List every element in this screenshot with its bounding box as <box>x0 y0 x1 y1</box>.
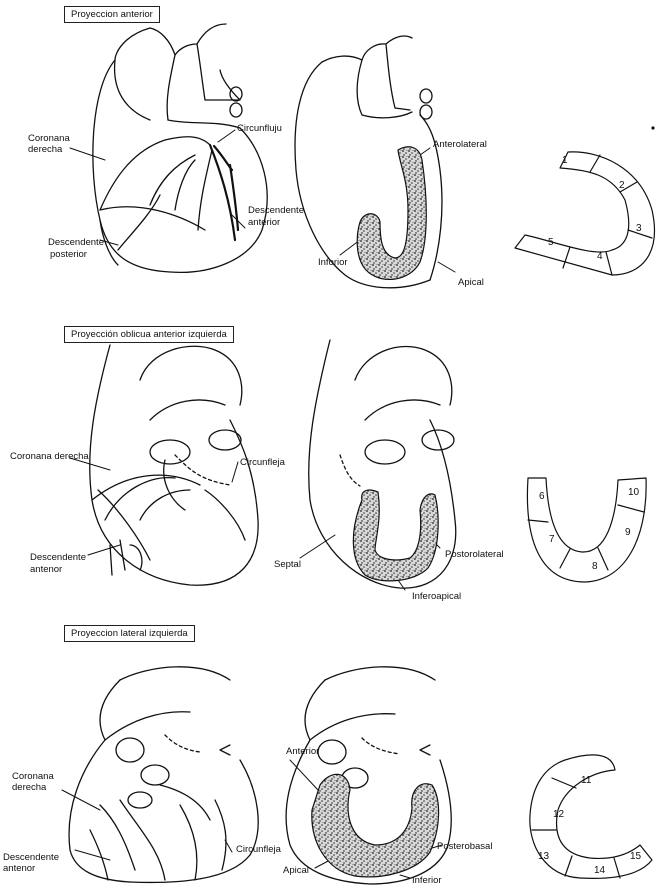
wall-shade-lateral <box>312 774 439 877</box>
label-inferior-1: Inforior <box>318 258 348 269</box>
segment-5: 5 <box>548 238 554 249</box>
leader-lines <box>62 130 455 878</box>
panel3-title: Proyeccion lateral izquierda <box>64 625 195 642</box>
label-anterior: Anterior <box>286 747 319 758</box>
segment-12: 12 <box>553 810 564 821</box>
label-descendente-anterior-1b: anterior <box>248 218 280 229</box>
label-descendente-posterior: Descendente <box>48 238 104 249</box>
heart-lateral-vessels <box>69 667 258 883</box>
segment-7: 7 <box>549 535 555 546</box>
segment-ring-1 <box>515 152 654 275</box>
label-descendente-anterior-2: Descendente <box>30 553 86 564</box>
label-descendente-anterior-3: Descendente <box>3 853 59 864</box>
label-descendente-anterior-1: Descendente <box>248 206 304 217</box>
segment-3: 3 <box>636 224 642 235</box>
segment-13: 13 <box>538 852 549 863</box>
label-anterolateral: Anterolateral <box>433 140 487 151</box>
label-apical-3: Apical <box>283 866 309 877</box>
heart-anterior-vessels <box>93 24 267 272</box>
segment-15: 15 <box>630 852 641 863</box>
label-coronaria-derecha-2: Coronana derecha <box>10 452 89 463</box>
segment-6: 6 <box>539 492 545 503</box>
label-coronaria-derecha-3: Coronana <box>12 772 54 783</box>
wall-shade-oblique <box>353 490 438 581</box>
label-descendente-posterior-b: posterior <box>50 250 87 261</box>
label-inferoapical: Inferoapical <box>412 592 461 603</box>
label-posterolateral: Postorolateral <box>445 550 504 561</box>
label-apical-1: Apical <box>458 278 484 289</box>
segment-10: 10 <box>628 488 639 499</box>
label-circunfleja-2: Circunfleja <box>240 458 285 469</box>
label-circunfleja-1: Circunfluju <box>237 124 282 135</box>
segment-14: 14 <box>594 866 605 877</box>
segment-4: 4 <box>597 252 603 263</box>
label-circunfleja-3: Circunfleja <box>236 845 281 856</box>
label-posterobasal: Posterobasal <box>437 842 492 853</box>
label-coronaria-derecha-3b: derecha <box>12 783 46 794</box>
segment-11: 11 <box>581 776 591 787</box>
decorative-dot <box>651 126 654 129</box>
segment-1: 1 <box>562 156 568 167</box>
segment-8: 8 <box>592 562 598 573</box>
segment-2: 2 <box>619 181 625 192</box>
label-descendente-anterior-3b: antenor <box>3 864 35 875</box>
wall-shade-anterior <box>357 147 426 280</box>
panel1-title: Proyeccion anterior <box>64 6 160 23</box>
segment-9: 9 <box>625 528 631 539</box>
label-descendente-anterior-2b: antenor <box>30 565 62 576</box>
heart-oblique-vessels <box>90 345 258 585</box>
label-coronaria-derecha-1: Coronana <box>28 134 70 145</box>
panel2-title: Proyección oblicua anterior izquierda <box>64 326 234 343</box>
label-septal: Septal <box>274 560 301 571</box>
label-inferior-3: Inferior <box>412 876 442 887</box>
label-coronaria-derecha-1b: derecha <box>28 145 62 156</box>
